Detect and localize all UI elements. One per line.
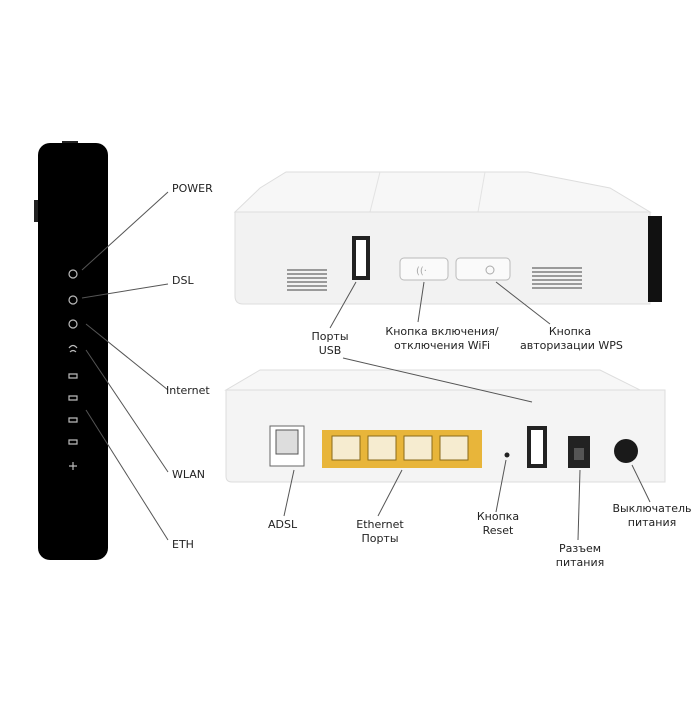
eth4-led-icon — [68, 439, 78, 445]
dsl-led-icon — [68, 295, 78, 305]
power-switch — [614, 439, 638, 463]
dsl-label: DSL — [172, 274, 194, 287]
vent-right — [532, 267, 582, 289]
ethernet-port-1 — [331, 435, 361, 461]
adsl-label: ADSL — [268, 518, 298, 531]
reset-hole — [504, 452, 510, 458]
eth-label: ETH — [172, 538, 194, 551]
ethernet-port-3 — [403, 435, 433, 461]
router-rear-view — [224, 369, 666, 483]
wlan-led-icon — [68, 344, 78, 353]
power-led-icon — [68, 269, 78, 279]
vent-left — [287, 269, 327, 291]
wifi-button — [399, 257, 449, 281]
leader-lines — [81, 191, 651, 541]
wifi-button-label: Кнопка включения/отключения WiFi — [385, 325, 499, 352]
eth2-led-icon — [68, 395, 78, 401]
front-panel — [34, 141, 108, 560]
eth1-led-icon — [68, 373, 78, 379]
router-side-view: ((· — [233, 171, 662, 305]
ethernet-port-2 — [367, 435, 397, 461]
usb-led-icon — [69, 462, 77, 470]
internet-label: Internet — [166, 384, 210, 397]
eth3-led-icon — [68, 417, 78, 423]
ethernet-port-4 — [439, 435, 469, 461]
power-label: POWER — [172, 182, 213, 195]
wlan-label: WLAN — [172, 468, 206, 481]
led-indicators — [68, 269, 78, 470]
side-edge — [648, 216, 662, 302]
wps-button — [455, 257, 511, 281]
svg-text:((·: ((· — [416, 266, 427, 277]
internet-led-icon — [68, 319, 78, 329]
